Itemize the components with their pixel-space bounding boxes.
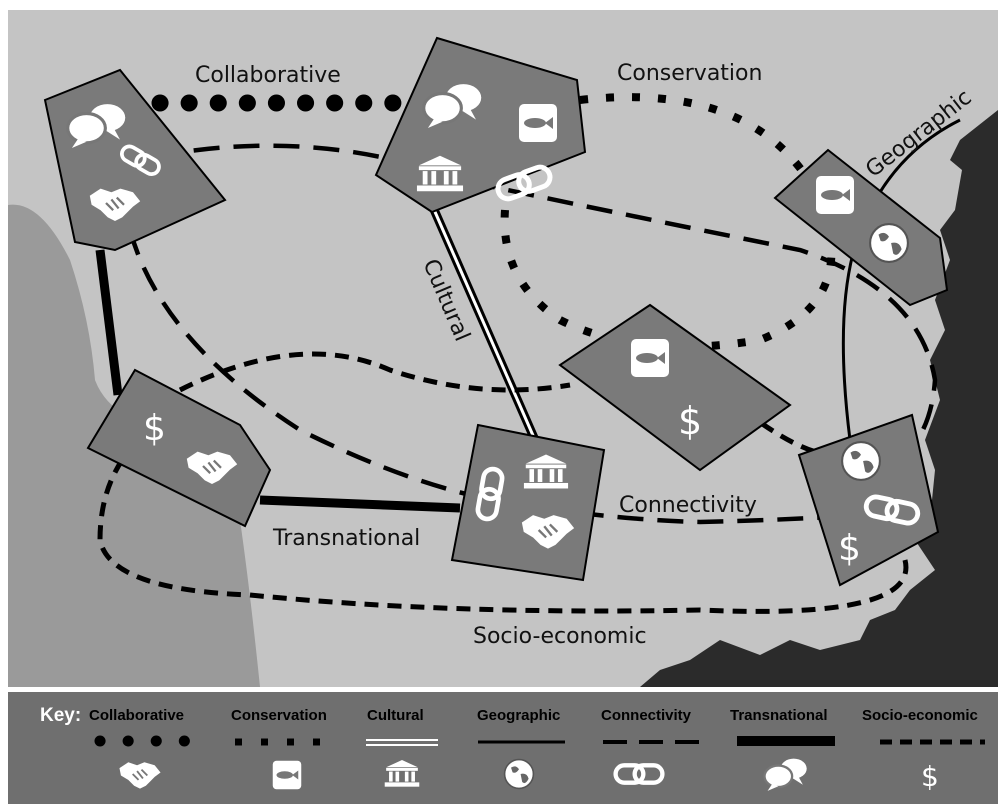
edge-conservation bbox=[500, 93, 836, 351]
node-2 bbox=[374, 36, 587, 214]
edge-cultural bbox=[430, 204, 537, 441]
key-label-conservation: Conservation bbox=[231, 707, 327, 724]
key-bar: Key: Collaborative Conservation Cultural… bbox=[8, 687, 998, 804]
dollar-icon: $ bbox=[838, 528, 861, 569]
globe-icon bbox=[869, 223, 909, 263]
node-1 bbox=[43, 68, 227, 252]
edge-socio-economic bbox=[97, 351, 909, 614]
key-title: Key: bbox=[40, 705, 81, 726]
dollar-icon: $ bbox=[921, 760, 939, 793]
node-7: $ bbox=[797, 413, 940, 587]
edges bbox=[95, 93, 961, 614]
node-6 bbox=[450, 423, 606, 582]
fish-icon bbox=[519, 104, 557, 142]
edge-label-socio-economic: Socio-economic bbox=[473, 624, 647, 649]
node-5: $ bbox=[86, 368, 272, 528]
edge-label-transnational: Transnational bbox=[272, 526, 420, 551]
key-label-connectivity: Connectivity bbox=[601, 707, 692, 724]
land-mass-east bbox=[640, 110, 998, 687]
key-label-cultural: Cultural bbox=[367, 707, 424, 724]
edge-label-connectivity: Connectivity bbox=[619, 493, 757, 518]
key-label-transnational: Transnational bbox=[730, 707, 828, 724]
globe-icon bbox=[841, 441, 881, 481]
edge-connectivity bbox=[114, 143, 938, 525]
dollar-icon: $ bbox=[678, 399, 702, 443]
dollar-icon: $ bbox=[143, 408, 166, 449]
key-label-geographic: Geographic bbox=[477, 707, 560, 724]
key-label-socio-economic: Socio-economic bbox=[862, 707, 978, 724]
node-4: $ bbox=[558, 303, 792, 472]
edge-transnational bbox=[95, 249, 461, 513]
fish-icon bbox=[272, 760, 302, 790]
key-label-collaborative: Collaborative bbox=[89, 707, 184, 724]
fish-icon bbox=[816, 176, 854, 214]
globe-icon bbox=[503, 758, 535, 790]
edge-label-conservation: Conservation bbox=[617, 61, 762, 86]
fish-icon bbox=[631, 339, 669, 377]
node-3 bbox=[773, 148, 949, 307]
edge-label-collaborative: Collaborative bbox=[195, 63, 341, 88]
